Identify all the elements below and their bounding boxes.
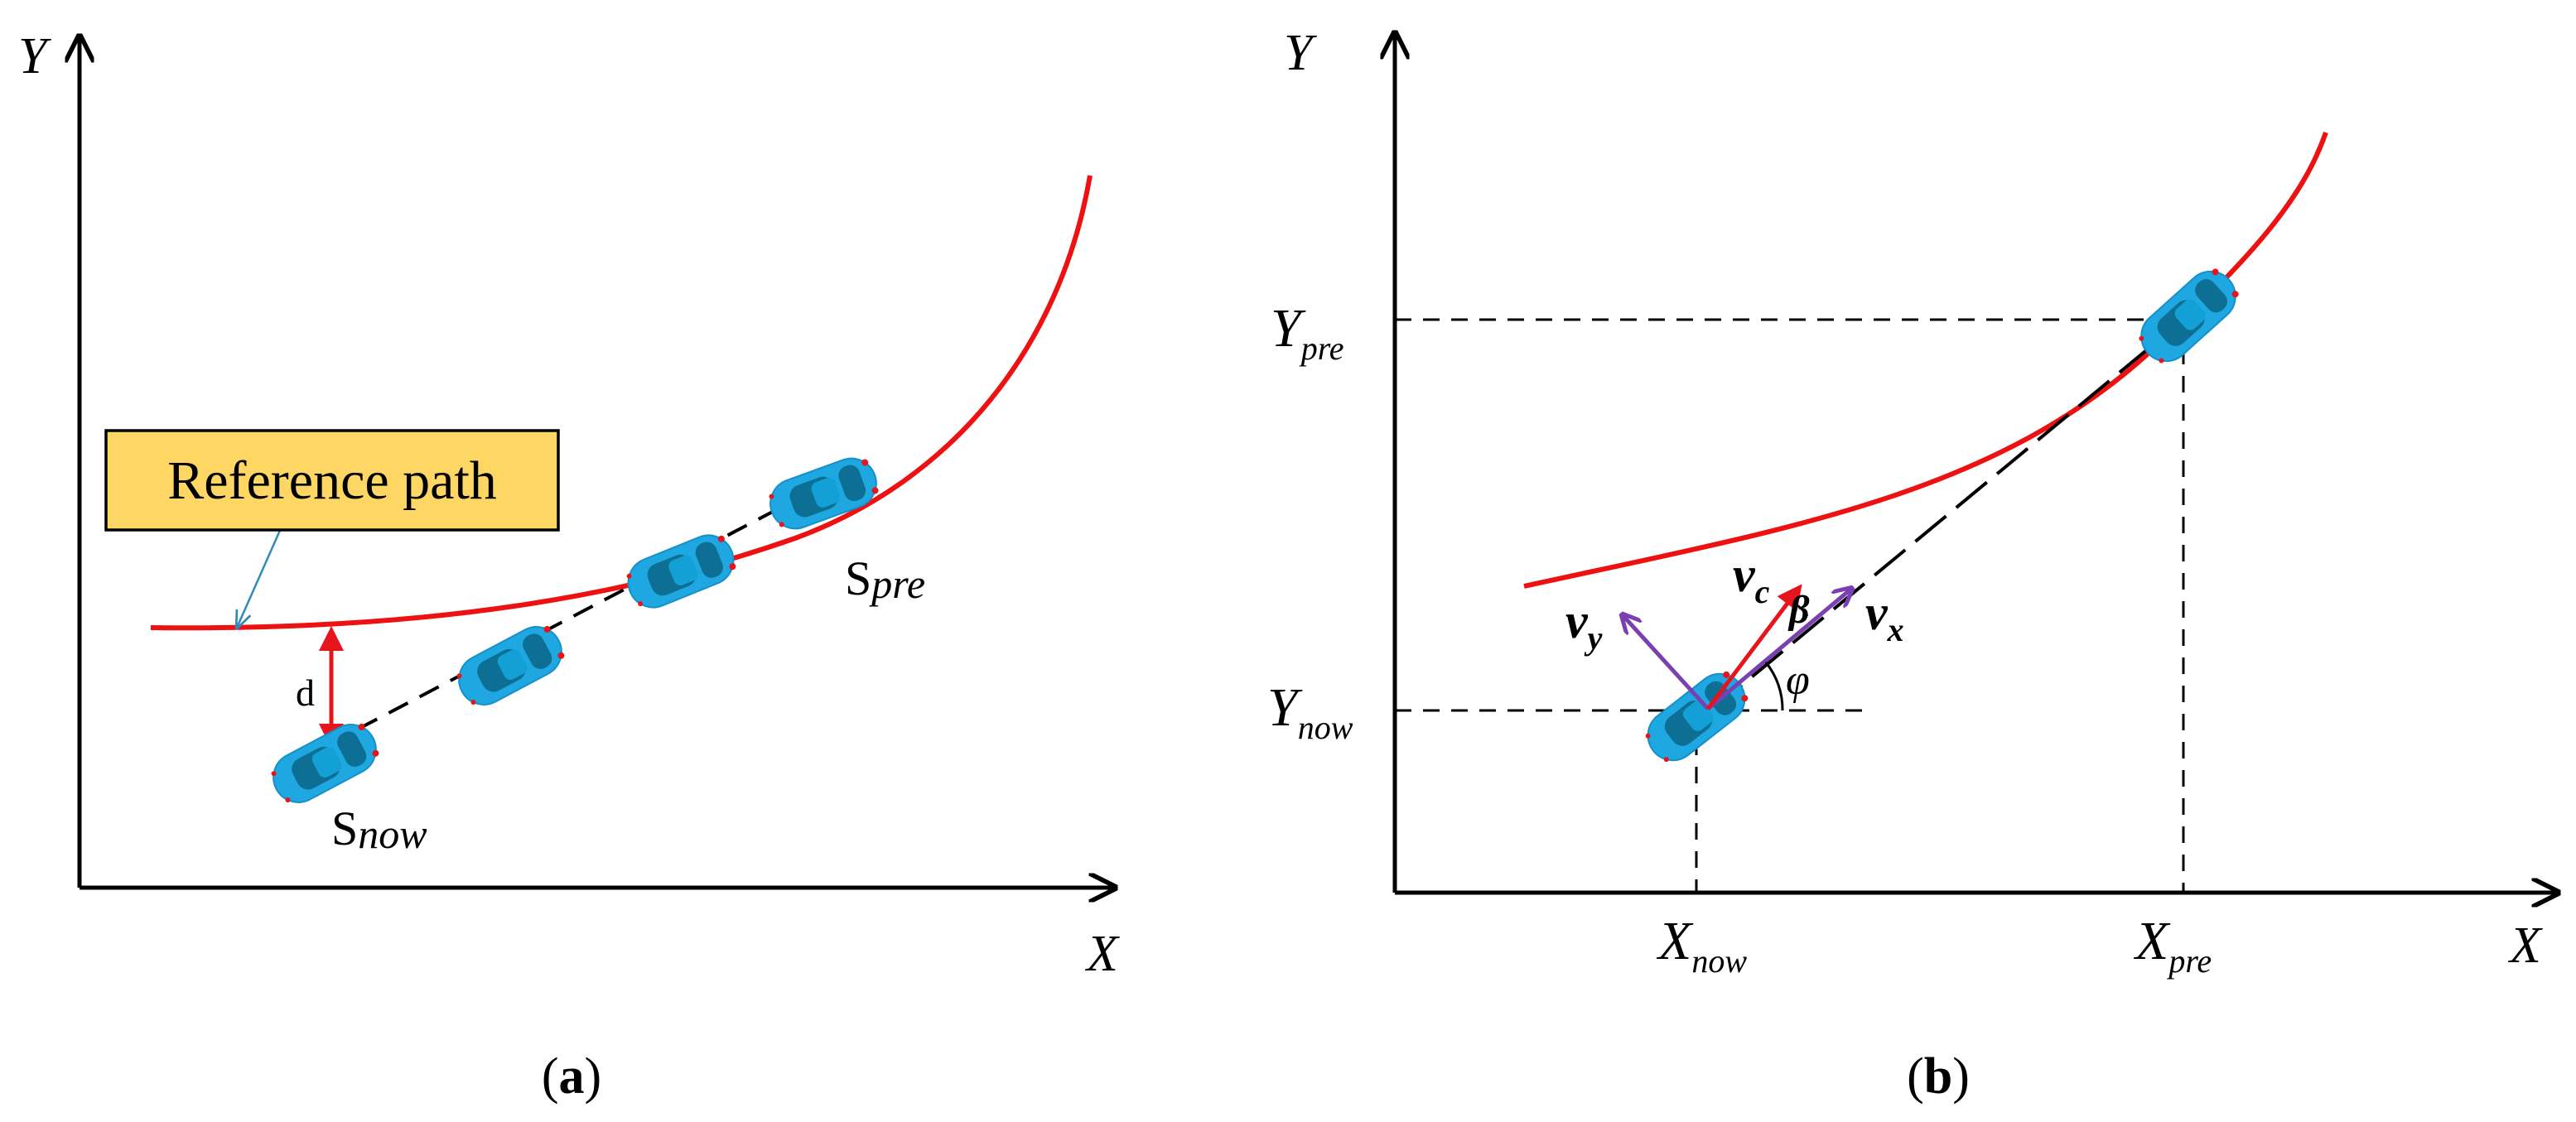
panel-b-x-axis-label: X <box>2507 917 2543 974</box>
y-now-label: Ynow <box>1267 677 1353 746</box>
panel-b: Y X vc vx vy β φ Ypre Ynow <box>1267 25 2558 1105</box>
x-pre-label: Xpre <box>2133 911 2212 980</box>
panel-a: Y X d Reference path Snow Spre (a) <box>18 28 1120 1105</box>
y-pre-label: Ypre <box>1271 298 1344 367</box>
vehicle-icon <box>620 527 742 616</box>
v-x-label: vx <box>1865 585 1904 648</box>
panel-a-y-axis-label: Y <box>18 28 51 84</box>
beta-label: β <box>1787 588 1810 632</box>
phi-angle-arc <box>1764 662 1784 711</box>
panel-b-predicted-line <box>1710 318 2185 712</box>
v-x-arrow <box>1706 590 1850 710</box>
panel-a-caption: (a) <box>542 1048 601 1105</box>
callout-pointer <box>237 526 283 628</box>
callout-label: Reference path <box>167 450 497 511</box>
x-now-label: Xnow <box>1656 911 1747 980</box>
panel-b-reference-path <box>1523 132 2328 589</box>
v-y-label: vy <box>1565 594 1603 657</box>
panel-a-x-axis-label: X <box>1084 926 1120 982</box>
panel-a-distance-label: d <box>296 672 315 714</box>
s-pre-label: Spre <box>845 551 925 607</box>
v-c-arrow <box>1706 584 1802 710</box>
panel-b-caption: (b) <box>1907 1048 1970 1105</box>
v-c-label: vc <box>1733 547 1770 610</box>
vehicle-icon <box>263 715 386 812</box>
vehicle-icon <box>762 450 885 537</box>
callout-box <box>104 429 560 532</box>
v-y-arrow <box>1623 616 1710 710</box>
panel-b-y-axis-label: Y <box>1284 25 1317 81</box>
panel-a-predicted-line <box>326 485 821 747</box>
panel-a-reference-path <box>150 175 1093 631</box>
beta-angle-arc <box>1795 603 1809 617</box>
phi-label: φ <box>1786 657 1810 704</box>
vehicle-icon <box>449 617 572 715</box>
s-now-label: Snow <box>331 802 427 857</box>
